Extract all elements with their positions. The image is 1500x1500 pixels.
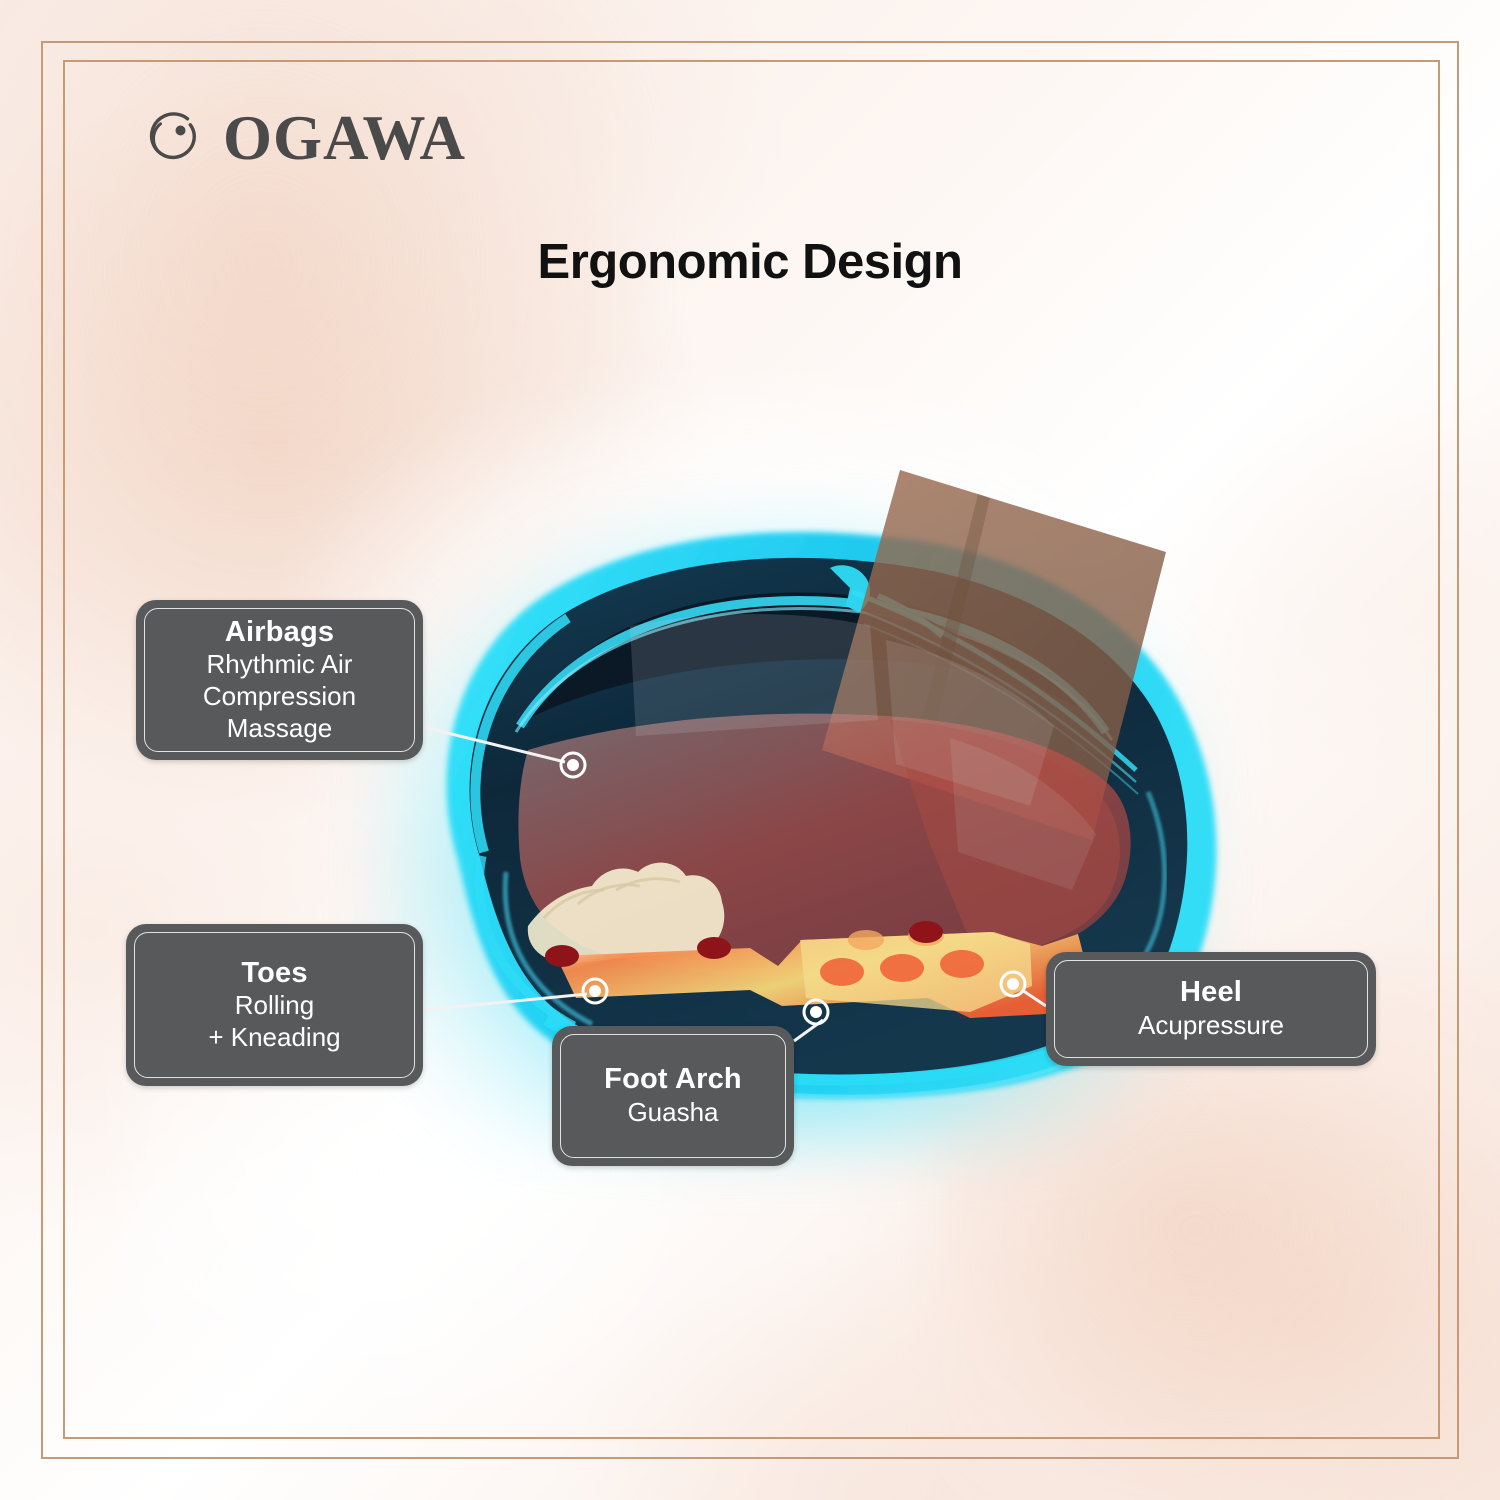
product-illustration <box>330 420 1250 1180</box>
callout-toes[interactable]: Toes Rolling + Kneading <box>126 924 423 1086</box>
ogawa-swirl-icon <box>141 106 205 170</box>
decorative-frame-outer <box>41 41 1459 1459</box>
decorative-frame-inner <box>63 60 1440 1439</box>
airbag-panel <box>630 614 878 736</box>
callout-airbags-title: Airbags <box>224 615 335 648</box>
acupressure-stud <box>697 937 731 959</box>
toes-region <box>527 862 725 964</box>
shell-hinge <box>830 565 871 612</box>
callout-heel-title: Heel <box>1179 976 1243 1009</box>
airbag-panel <box>950 738 1096 890</box>
callout-airbags-subtitle: Rhythmic Air Compression Massage <box>202 649 357 743</box>
airbag-panel <box>886 640 1054 806</box>
acupressure-stud <box>545 945 579 967</box>
callout-heel[interactable]: Heel Acupressure <box>1046 952 1376 1066</box>
callout-airbags[interactable]: Airbags Rhythmic Air Compression Massage <box>136 600 423 760</box>
callout-footarch-subtitle: Guasha <box>627 1096 719 1127</box>
page-title: Ergonomic Design <box>537 235 963 289</box>
brand-logo: OGAWA <box>141 106 466 170</box>
brand-name: OGAWA <box>223 102 467 173</box>
callout-toes-title: Toes <box>241 956 308 989</box>
acupressure-stud <box>909 921 943 943</box>
callout-footarch-title: Foot Arch <box>604 1063 742 1096</box>
callout-toes-subtitle: Rolling + Kneading <box>208 989 341 1052</box>
callout-footarch[interactable]: Foot Arch Guasha <box>552 1026 794 1166</box>
callout-heel-subtitle: Acupressure <box>1138 1009 1284 1040</box>
